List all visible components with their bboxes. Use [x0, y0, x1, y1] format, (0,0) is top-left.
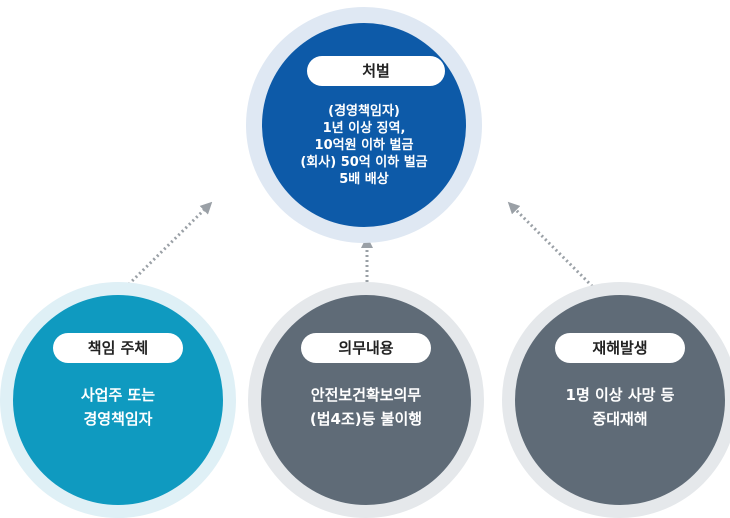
- duty-content-node: 의무내용 안전보건확보의무 (법4조)등 불이행: [248, 282, 484, 518]
- accident-occurrence-line: 중대재해: [592, 410, 648, 428]
- punishment-line: (경영책임자): [328, 104, 400, 119]
- arrow-left-to-top: [123, 201, 213, 290]
- punishment-line: 5배 배상: [339, 172, 389, 187]
- punishment-line: (회사) 50억 이하 벌금: [300, 155, 428, 170]
- responsible-subject-line: 사업주 또는: [80, 386, 156, 404]
- punishment-line: 10억원 이하 벌금: [314, 138, 414, 153]
- responsible-subject-node: 책임 주체 사업주 또는 경영책임자: [0, 282, 236, 518]
- duty-content-line: 안전보건확보의무: [310, 386, 422, 404]
- responsible-subject-line: 경영책임자: [83, 410, 153, 428]
- accident-occurrence-node: 재해발생 1명 이상 사망 등 중대재해: [502, 282, 730, 518]
- connector-arrows: [123, 201, 598, 292]
- responsible-subject-circle: 책임 주체 사업주 또는 경영책임자: [13, 295, 223, 505]
- punishment-node: 처벌 (경영책임자) 1년 이상 징역, 10억원 이하 벌금 (회사) 50억…: [246, 7, 482, 243]
- arrow-right-to-top: [507, 201, 598, 292]
- responsible-subject-description: 사업주 또는 경영책임자: [13, 383, 223, 431]
- duty-content-label: 의무내용: [301, 333, 431, 363]
- punishment-line: 1년 이상 징역,: [322, 121, 406, 136]
- accident-occurrence-description: 1명 이상 사망 등 중대재해: [515, 383, 725, 431]
- duty-content-line: (법4조)등 불이행: [309, 410, 423, 428]
- punishment-circle: 처벌 (경영책임자) 1년 이상 징역, 10억원 이하 벌금 (회사) 50억…: [262, 23, 466, 227]
- punishment-description: (경영책임자) 1년 이상 징역, 10억원 이하 벌금 (회사) 50억 이하…: [262, 103, 466, 188]
- accident-occurrence-line: 1명 이상 사망 등: [565, 386, 675, 404]
- duty-content-description: 안전보건확보의무 (법4조)등 불이행: [261, 383, 471, 431]
- responsible-subject-label: 책임 주체: [53, 333, 183, 363]
- accident-occurrence-label: 재해발생: [555, 333, 685, 363]
- punishment-label: 처벌: [307, 56, 445, 86]
- accident-occurrence-circle: 재해발생 1명 이상 사망 등 중대재해: [515, 295, 725, 505]
- duty-content-circle: 의무내용 안전보건확보의무 (법4조)등 불이행: [261, 295, 471, 505]
